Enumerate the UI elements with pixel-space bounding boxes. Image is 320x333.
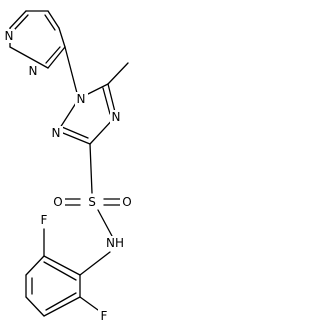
atom-n-triazole-1: N xyxy=(77,92,86,106)
bond-c-f-bottom xyxy=(79,296,99,311)
bond-triazole-c3-n2-inner xyxy=(61,126,89,139)
bond-nh-phenyl xyxy=(79,251,111,276)
atom-nh-amide: NH xyxy=(106,236,124,250)
bond-pyr-c4-c5-inner xyxy=(14,14,29,30)
atom-n-triazole-2: N xyxy=(52,126,61,140)
bond-triazole-c5-n4-inner xyxy=(102,87,111,115)
bond-pyr-n1-c2 xyxy=(58,27,66,48)
atom-n-pyrimidine-2: N xyxy=(29,64,38,78)
bond-ph-c5-c6-inner xyxy=(45,292,77,311)
chemical-structure: N N N N N S O O NH F F xyxy=(2,10,133,323)
atom-f-top: F xyxy=(41,213,48,227)
bond-pyr-c2-n3 xyxy=(47,46,66,69)
atom-n-pyrimidine-1: N xyxy=(5,29,14,43)
bond-ph-c1-c2 xyxy=(43,255,81,276)
atom-s-sulfonyl: S xyxy=(88,195,96,209)
bond-pyr-n3-c4 xyxy=(9,46,49,69)
atom-labels: N N N N N S O O NH F F xyxy=(2,29,133,323)
bond-pyr-c2-n3-inner xyxy=(45,46,61,64)
atom-f-bottom: F xyxy=(101,309,108,323)
bond-ph-c4-c5 xyxy=(25,296,45,317)
bond-ph-c2-c3 xyxy=(25,255,45,276)
atom-o-sulfonyl-left: O xyxy=(53,195,62,209)
bond-pyr-c4-c5 xyxy=(9,10,27,29)
bond-triazole-c3-n2 xyxy=(57,130,91,145)
bond-s-nh xyxy=(97,209,113,237)
bond-pyr-c2-triazole-n1 xyxy=(64,46,79,98)
atom-n-triazole-4: N xyxy=(112,110,121,124)
bond-c3-s xyxy=(89,143,93,194)
bonds xyxy=(9,10,129,317)
bond-ph-c1-c2-inner xyxy=(43,261,77,281)
bond-pyr-c6-n1-inner xyxy=(44,14,56,31)
bond-pyr-c6-n1 xyxy=(47,10,60,29)
atom-o-sulfonyl-right: O xyxy=(122,195,131,209)
bond-triazole-n1-c5 xyxy=(85,83,109,96)
bond-ph-c5-c6 xyxy=(43,296,81,317)
bond-methyl xyxy=(107,62,129,85)
